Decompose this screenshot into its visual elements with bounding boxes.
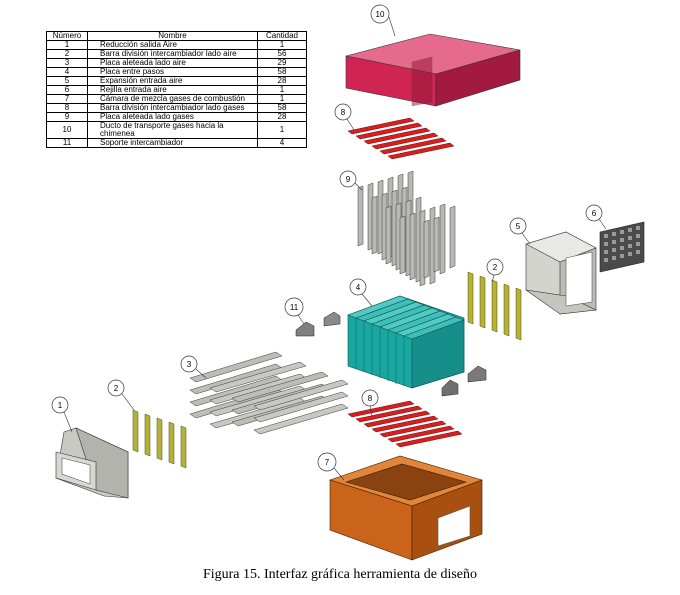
callout-1-number: 1 — [58, 401, 63, 410]
part-2-air-side-bars-right — [467, 271, 522, 341]
part-8-gas-side-bars-bottom — [347, 400, 463, 448]
callout-6: 6 — [585, 204, 607, 230]
callout-10-number: 10 — [376, 10, 385, 19]
figure-caption: Figura 15. Interfaz gráfica herramienta … — [202, 567, 478, 582]
part-4-plates-between-passes — [347, 295, 465, 389]
callout-7-number: 7 — [325, 458, 330, 467]
callout-1: 1 — [51, 396, 73, 433]
callout-10: 10 — [370, 4, 396, 37]
part-2-air-side-bars-left — [132, 409, 187, 469]
part-3-air-side-finned-plates — [189, 351, 349, 435]
callout-8-bottom: 8 — [361, 389, 379, 417]
part-10-exhaust-duct — [345, 33, 521, 107]
callout-11-number: 11 — [290, 303, 299, 312]
callout-2-left-number: 2 — [114, 384, 119, 393]
callout-2-left: 2 — [107, 379, 135, 411]
callout-7: 7 — [317, 452, 345, 481]
callout-8-bottom-number: 8 — [368, 394, 373, 403]
part-9-gas-side-finned-plates — [357, 170, 456, 287]
callout-8-top: 8 — [334, 103, 355, 131]
callout-2-right: 2 — [486, 258, 504, 283]
callout-3-number: 3 — [187, 360, 192, 369]
part-8-gas-side-bars-top — [347, 117, 455, 160]
table-header-row: Número Nombre Cantidad — [46, 31, 307, 41]
part-11-exchanger-supports — [295, 311, 487, 397]
part-7-combustion-chamber — [329, 455, 483, 561]
part-5-air-inlet-expansion — [525, 231, 598, 315]
part-6-air-inlet-grille — [599, 221, 645, 273]
callout-11: 11 — [284, 297, 305, 325]
callout-6-number: 6 — [592, 209, 597, 218]
callout-4-number: 4 — [356, 283, 361, 292]
exploded-assembly-diagram: 10 8 9 6 5 2 4 11 3 — [51, 4, 645, 561]
callout-5-number: 5 — [516, 222, 521, 231]
callout-5: 5 — [509, 217, 531, 245]
callout-3: 3 — [180, 355, 207, 379]
callout-9: 9 — [339, 170, 363, 191]
part-1-air-outlet-reduction — [55, 427, 129, 499]
callout-2-right-number: 2 — [493, 263, 498, 272]
row-quantity: 4 — [257, 138, 307, 148]
callout-4: 4 — [349, 278, 373, 307]
callout-9-number: 9 — [346, 175, 351, 184]
callout-8-top-number: 8 — [341, 108, 346, 117]
